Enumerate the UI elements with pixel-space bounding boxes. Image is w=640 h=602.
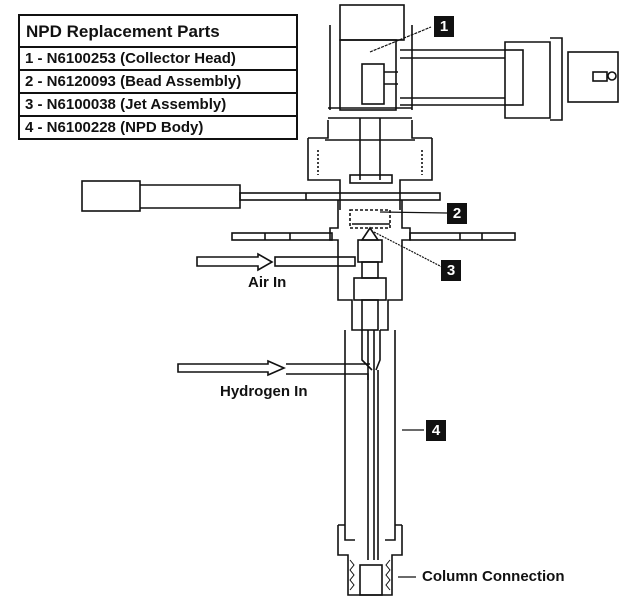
flange (231, 232, 516, 241)
hydrogen-in-arrow (177, 359, 370, 380)
legend-item-collector-head: 1 - N6100253 (Collector Head) (20, 48, 296, 71)
heater-cable (81, 180, 441, 212)
air-in-label: Air In (248, 274, 287, 291)
parts-legend: NPD Replacement Parts 1 - N6100253 (Coll… (18, 14, 298, 140)
legend-title: NPD Replacement Parts (20, 16, 296, 48)
column-connection-label: Column Connection (422, 568, 565, 585)
collector-head (307, 4, 433, 210)
legend-item-jet-assembly: 3 - N6100038 (Jet Assembly) (20, 94, 296, 117)
leader-lines (369, 26, 448, 578)
legend-item-npd-body: 4 - N6100228 (NPD Body) (25, 119, 204, 136)
signal-connector (400, 37, 619, 121)
callout-1: 1 (434, 16, 454, 37)
detector-body (329, 200, 411, 596)
air-in-arrow (196, 252, 356, 272)
legend-item-bead-assembly: 2 - N6120093 (Bead Assembly) (20, 71, 296, 94)
callout-3: 3 (441, 260, 461, 281)
callout-4: 4 (426, 420, 446, 441)
callout-2: 2 (447, 203, 467, 224)
hydrogen-in-label: Hydrogen In (220, 383, 308, 400)
